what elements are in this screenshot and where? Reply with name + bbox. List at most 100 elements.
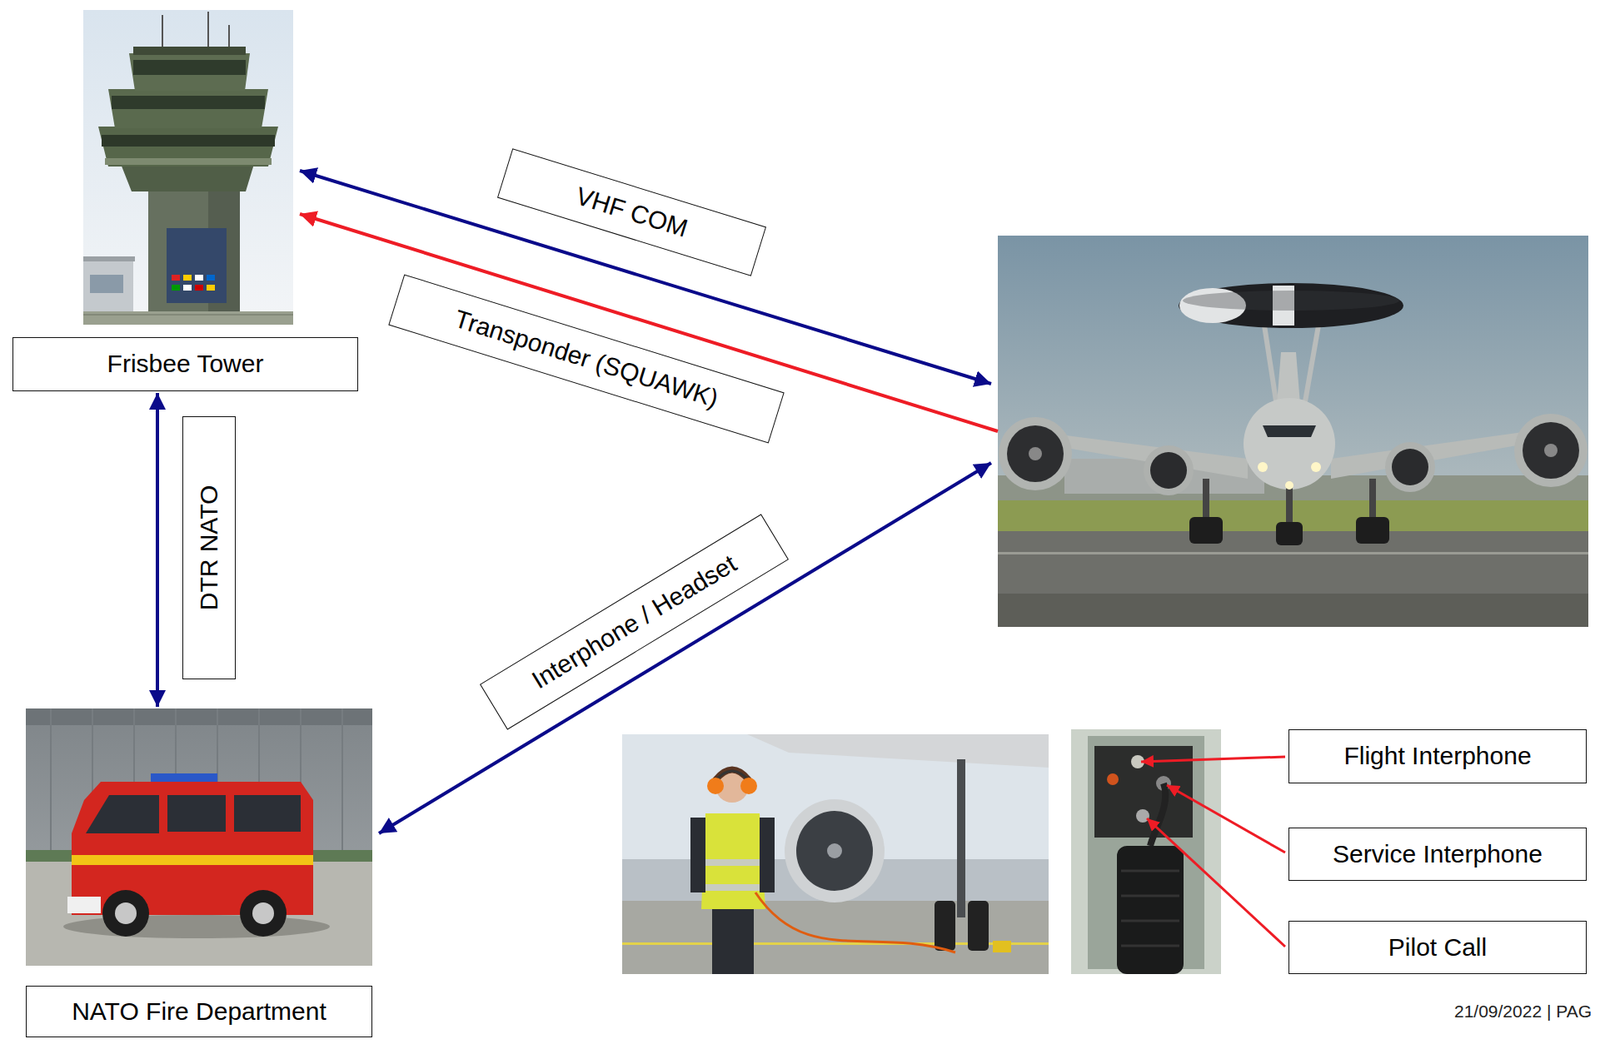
tower-photo-part [194,284,204,291]
awacs-photo-part [998,417,1072,491]
tower-photo-part [129,53,250,91]
fire-truck-photo-part [234,795,301,833]
awacs-photo-part [1310,462,1321,473]
tower-photo-part [104,158,272,165]
ground-crew-photo-part [712,905,754,975]
awacs-photo-part [1522,422,1580,479]
fire-truck-photo-part [25,708,373,726]
tower-photo-part [133,59,246,75]
text-label: VHF COM [572,181,691,244]
node-group: Frisbee Tower [12,9,359,392]
awacs-photo-part [1385,442,1436,493]
awacs-photo-part [1276,522,1303,546]
text-label: Frisbee Tower [107,349,265,379]
awacs-photo-part [1355,517,1390,544]
text-label: Pilot Call [1388,933,1487,963]
tower-photo-part [83,314,294,316]
fire-truck-photo-part [150,773,218,783]
ground-crew-photo-part [740,777,758,795]
tower-photo-part [120,164,255,192]
leader-line [1166,785,1286,853]
callout-box: Service Interphone [1288,827,1587,882]
text-label: Interphone / Headset [526,549,742,696]
callout-box: Pilot Call [1288,921,1587,975]
tower-photo-part [83,256,135,262]
leader-line [1146,818,1286,948]
label-box: VHF COM [496,148,766,277]
tower-photo-part [228,24,230,47]
interphone-arrow [378,463,992,834]
connector-panel-photo-part [1116,846,1184,975]
connector-panel-photo-part [1071,729,1222,975]
tower-photo [83,9,294,325]
awacs-photo-part [1189,517,1223,544]
fire-truck-photo-part [50,708,343,851]
fire-truck-photo-part [167,795,226,833]
awacs-photo-part [1243,398,1336,490]
label-box: Transponder (SQUAWK) [388,274,784,444]
text-label: DTR NATO [194,485,225,612]
awacs-photo-part [1304,325,1319,407]
awacs-photo-part [1182,290,1400,311]
callout-box: Flight Interphone [1288,729,1587,784]
connector-panel-photo [1071,729,1222,975]
connector-panel-photo-part [1121,871,1180,947]
leader-line [1141,757,1286,763]
fire-truck-photo [25,708,373,967]
ground-crew-photo-part [992,941,1012,953]
label-box: Interphone / Headset [478,513,788,730]
tower-photo-part [207,11,210,47]
text-label: 21/09/2022 | PAG [1454,1001,1592,1022]
tower-photo-part [183,274,192,281]
awacs-photo-part [1257,462,1268,473]
node-group: NATO Fire Department [25,708,373,1038]
fire-truck-photo-part [71,855,314,866]
ground-crew-photo-part [702,859,764,867]
awacs-photo-part [1150,452,1187,489]
tower-photo-part [206,274,215,281]
tower-photo-part [83,311,294,325]
ground-crew-photo-part [967,901,989,952]
ground-crew-photo-part [622,901,1049,975]
label-box: NATO Fire Department [25,986,373,1038]
tower-photo-part [166,228,227,304]
ground-crew-photo-part [759,817,775,893]
tower-photo-part [108,89,269,129]
ground-crew-photo-part [707,777,724,795]
ground-crew-photo-part [827,843,843,859]
tower-photo-part [148,168,240,325]
text-label: NATO Fire Department [71,997,327,1027]
awacs-photo-part [997,593,1589,628]
fire-truck-photo-part [25,708,373,967]
awacs-photo-part [1028,447,1042,461]
awacs-photo-part [1264,325,1277,407]
tower-photo-part [111,95,265,110]
tower-photo-part [89,274,124,294]
ground-crew-photo-part [755,892,956,953]
text-label: Transponder (SQUAWK) [451,304,723,414]
awacs-photo-part [1285,485,1293,528]
awacs-photo-part [997,552,1589,555]
text-label: Flight Interphone [1343,742,1531,772]
connector-panel-photo-part [1150,783,1166,847]
awacs-photo-part [1178,283,1404,329]
fire-truck-photo-part [102,890,150,938]
awacs-photo-part [1006,425,1064,483]
fire-truck-photo-part [67,897,101,914]
ground-crew-photo-part [934,901,956,952]
fire-truck-photo-part [85,795,160,834]
ground-crew-photo-part [747,734,1049,768]
awacs-photo-part [1285,481,1294,490]
connector-panel-photo-part [1106,773,1119,786]
awacs-photo-part [1544,443,1558,458]
tower-photo-part [133,46,246,55]
edge-label-box: DTR NATO [182,416,236,680]
ground-crew-photo-part [622,734,1049,975]
tower-photo-part [83,9,294,325]
awacs-photo-part [1391,448,1429,486]
ground-crew-photo-part [957,759,966,918]
connector [155,393,160,708]
